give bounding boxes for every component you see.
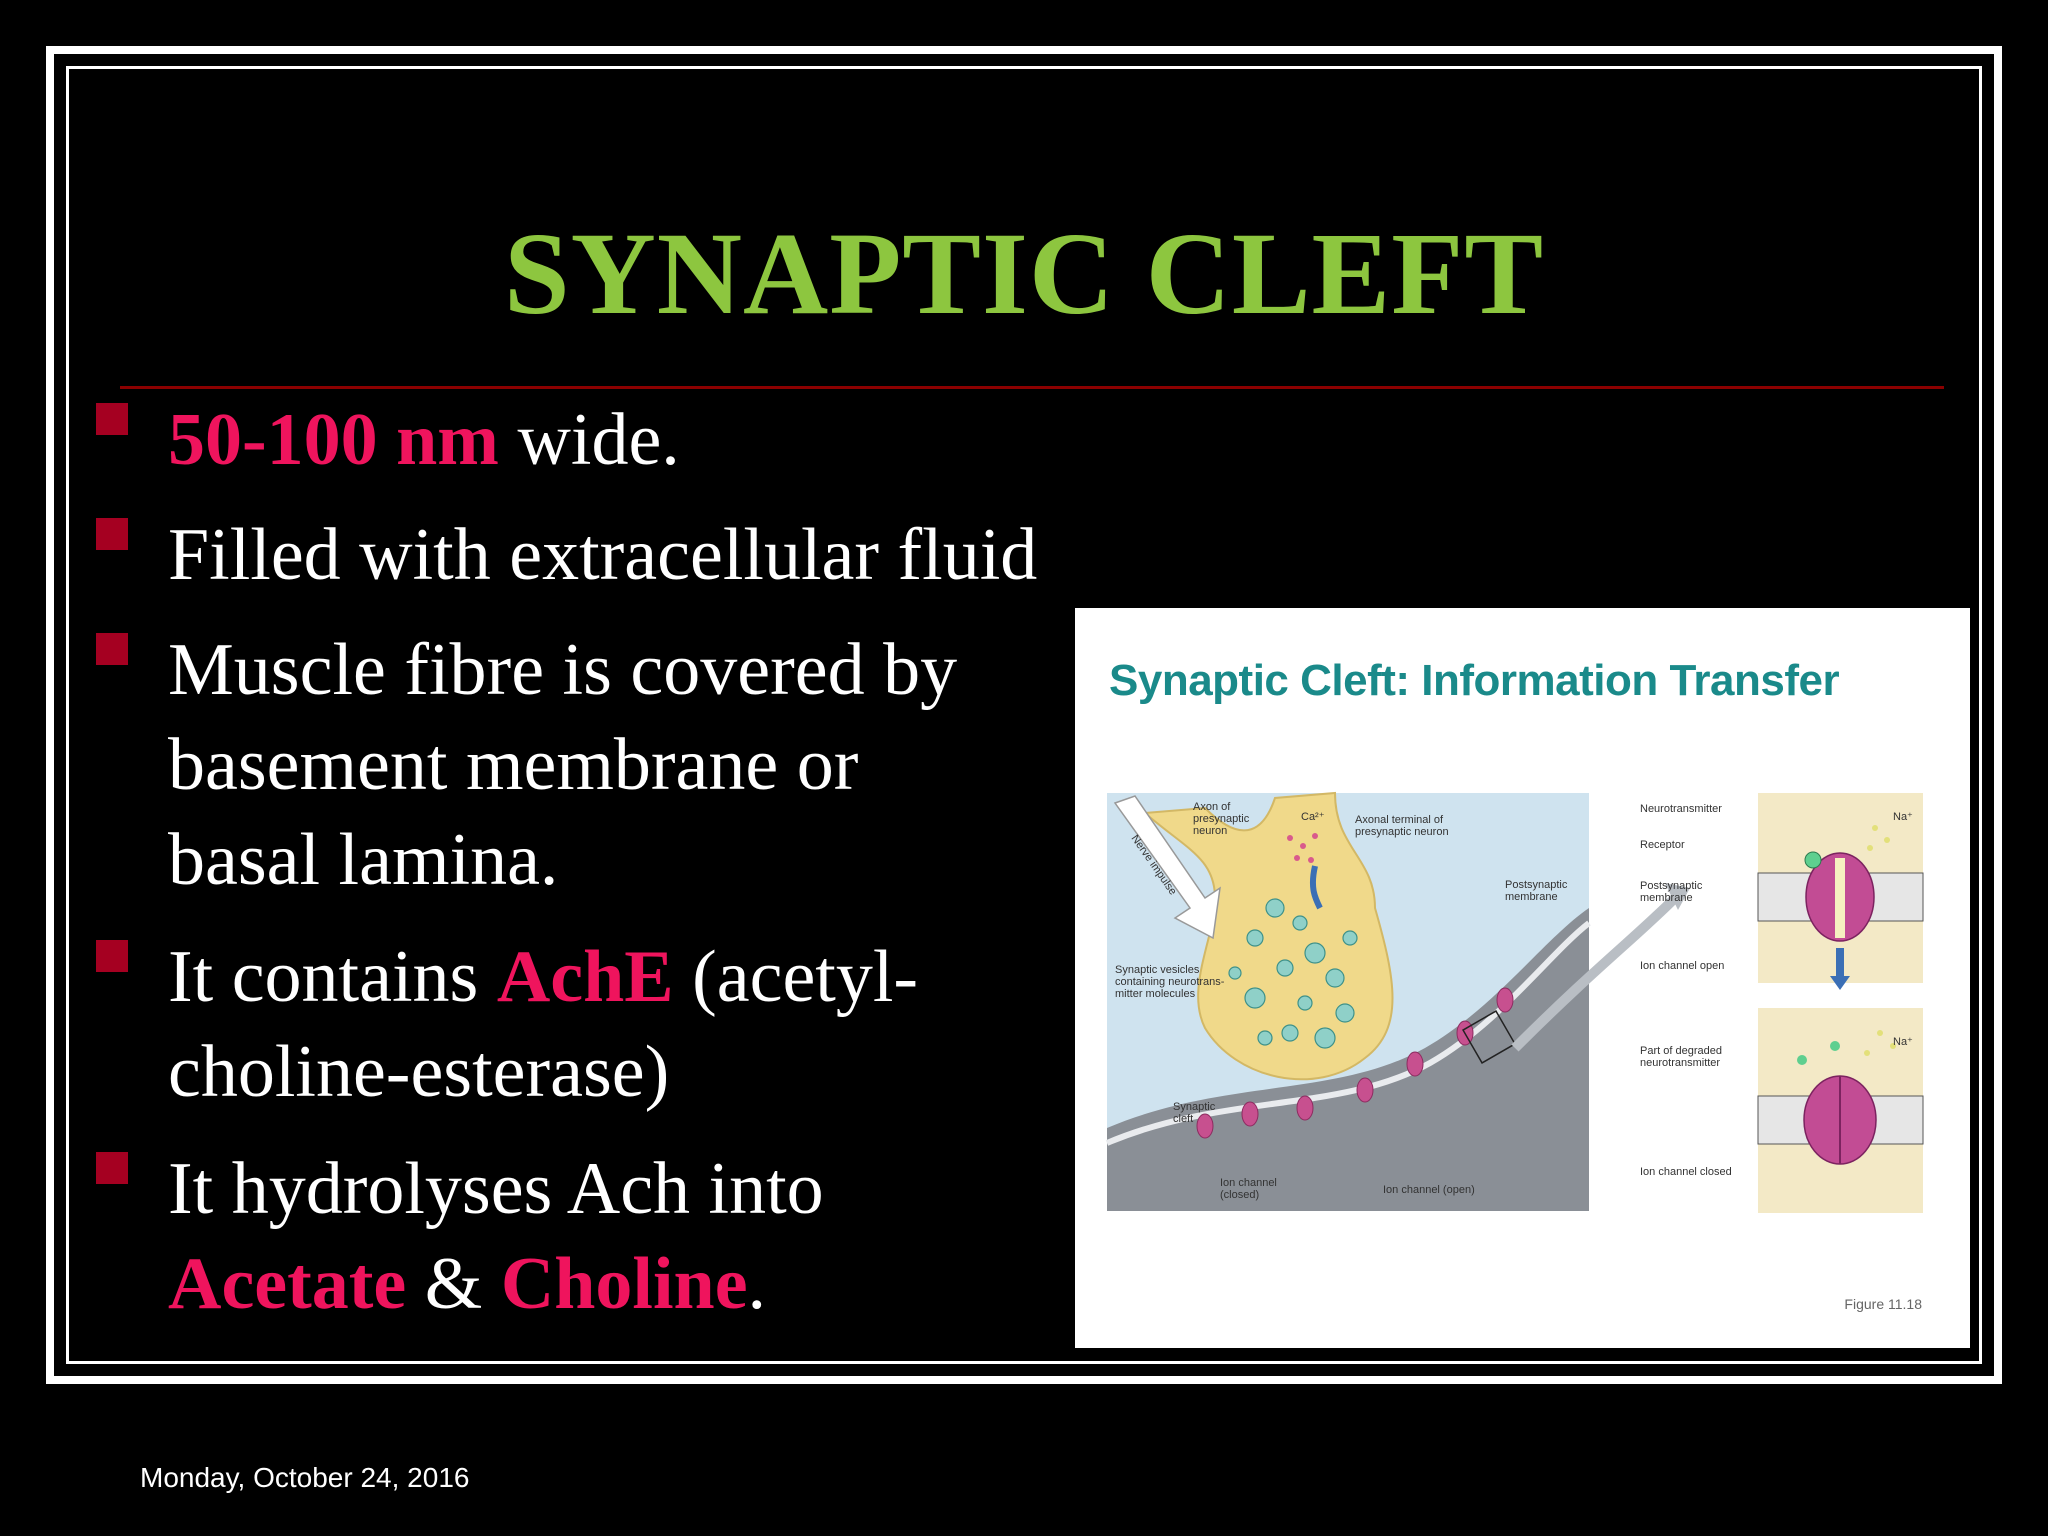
bullet-3-line-2: basement membrane or <box>168 718 858 812</box>
zoom-arrow-head <box>1665 883 1690 910</box>
neurotransmitter-bound <box>1804 851 1822 869</box>
bullet-marker <box>96 403 128 435</box>
bullet-text: choline-esterase) <box>168 1031 670 1113</box>
label-ca: Ca²⁺ <box>1301 811 1325 823</box>
figure-caption: Figure 11.18 <box>1844 1296 1922 1312</box>
slide-title: SYNAPTIC CLEFT <box>503 208 1545 339</box>
label-ion-channel-open: Ion channel open <box>1640 960 1724 972</box>
zoom-box <box>1462 1010 1516 1064</box>
label-vesicles: Synaptic vesicles <box>1115 964 1200 976</box>
highlight-term: AchE <box>496 936 674 1018</box>
label-postsyn-2: membrane <box>1505 891 1558 903</box>
bullet-text: (acetyl- <box>673 936 919 1018</box>
footer-date: Monday, October 24, 2016 <box>140 1462 470 1493</box>
label-postsyn-membrane-2: membrane <box>1640 892 1693 904</box>
bullet-3: Muscle fibre is covered by <box>96 623 958 717</box>
sodium-ions <box>1864 825 1896 1056</box>
label-degraded-2: neurotransmitter <box>1640 1057 1720 1069</box>
highlight-term: Choline <box>500 1243 748 1325</box>
bullet-text: . <box>747 1243 767 1325</box>
calcium-ions <box>1287 833 1318 863</box>
bullet-text: wide. <box>498 399 680 481</box>
bullet-5-line-2: Acetate & Choline. <box>168 1237 766 1331</box>
bullet-4: It contains AchE (acetyl- <box>96 930 919 1024</box>
bullet-text: basal lamina. <box>168 819 559 901</box>
label-ion-open: Ion channel (open) <box>1383 1184 1475 1196</box>
bullet-3-line-3: basal lamina. <box>168 813 558 907</box>
bullet-2: Filled with extracellular fluid <box>96 508 1038 602</box>
label-na-2: Na⁺ <box>1893 1036 1913 1048</box>
label-cleft: Synaptic <box>1173 1101 1216 1113</box>
muscle-tissue <box>1107 908 1589 1211</box>
bullet-text: It hydrolyses Ach into <box>168 1148 824 1230</box>
label-receptor: Receptor <box>1640 839 1685 851</box>
slide-border-inner <box>66 66 1982 1364</box>
figure-title: Synaptic Cleft: Information Transfer <box>1109 656 1840 705</box>
slide-border-outer <box>46 46 2002 1384</box>
bullet-marker <box>96 1152 128 1184</box>
highlight-term: Acetate <box>168 1243 407 1325</box>
label-degraded: Part of degraded <box>1640 1045 1722 1057</box>
nerve-impulse-arrow <box>1113 795 1221 940</box>
calcium-arrow <box>1309 865 1323 910</box>
label-ion-closed-2: (closed) <box>1220 1189 1259 1201</box>
label-terminal: Axonal terminal of <box>1355 814 1444 826</box>
bullet-text: Muscle fibre is covered by <box>168 629 958 711</box>
label-neurotransmitter: Neurotransmitter <box>1640 803 1722 815</box>
label-axon-3: neuron <box>1193 825 1227 837</box>
highlight-term: 50-100 nm <box>168 399 499 481</box>
label-terminal-2: presynaptic neuron <box>1355 826 1449 838</box>
label-ion-channel-closed: Ion channel closed <box>1640 1166 1732 1178</box>
label-postsyn: Postsynaptic <box>1505 879 1568 891</box>
label-ion-closed: Ion channel <box>1220 1177 1277 1189</box>
label-axon-2: presynaptic <box>1193 813 1250 825</box>
label-cleft-2: cleft <box>1173 1113 1193 1125</box>
synaptic-vesicles <box>1228 898 1358 1049</box>
label-na: Na⁺ <box>1893 811 1913 823</box>
bullet-text: Filled with extracellular fluid <box>168 514 1038 596</box>
channel-pore <box>1835 858 1845 938</box>
bullet-text: basement membrane or <box>168 724 859 806</box>
bullet-text: It contains <box>168 936 497 1018</box>
title-divider <box>120 386 1944 389</box>
bullet-marker <box>96 633 128 665</box>
synaptic-cleft-figure: Synaptic Cleft: Information Transfer <box>1075 608 1970 1348</box>
synapse-illustration: Axon of presynaptic neuron Axonal termin… <box>1105 791 1924 1213</box>
bullet-5: It hydrolyses Ach into <box>96 1142 824 1236</box>
zoom-arrow <box>1511 894 1679 1052</box>
bullet-1: 50-100 nm wide. <box>96 393 680 487</box>
label-axon: Axon of <box>1193 801 1231 813</box>
label-vesicles-2: containing neurotrans- <box>1115 976 1225 988</box>
bullet-marker <box>96 940 128 972</box>
label-postsyn-membrane: Postsynaptic <box>1640 880 1703 892</box>
bullet-marker <box>96 518 128 550</box>
bullet-text: & <box>406 1243 501 1325</box>
degraded-neurotransmitter <box>1797 1041 1840 1065</box>
step-arrow-head <box>1830 976 1850 990</box>
label-vesicles-3: mitter molecules <box>1115 988 1196 1000</box>
bullet-4-line-2: choline-esterase) <box>168 1025 669 1119</box>
